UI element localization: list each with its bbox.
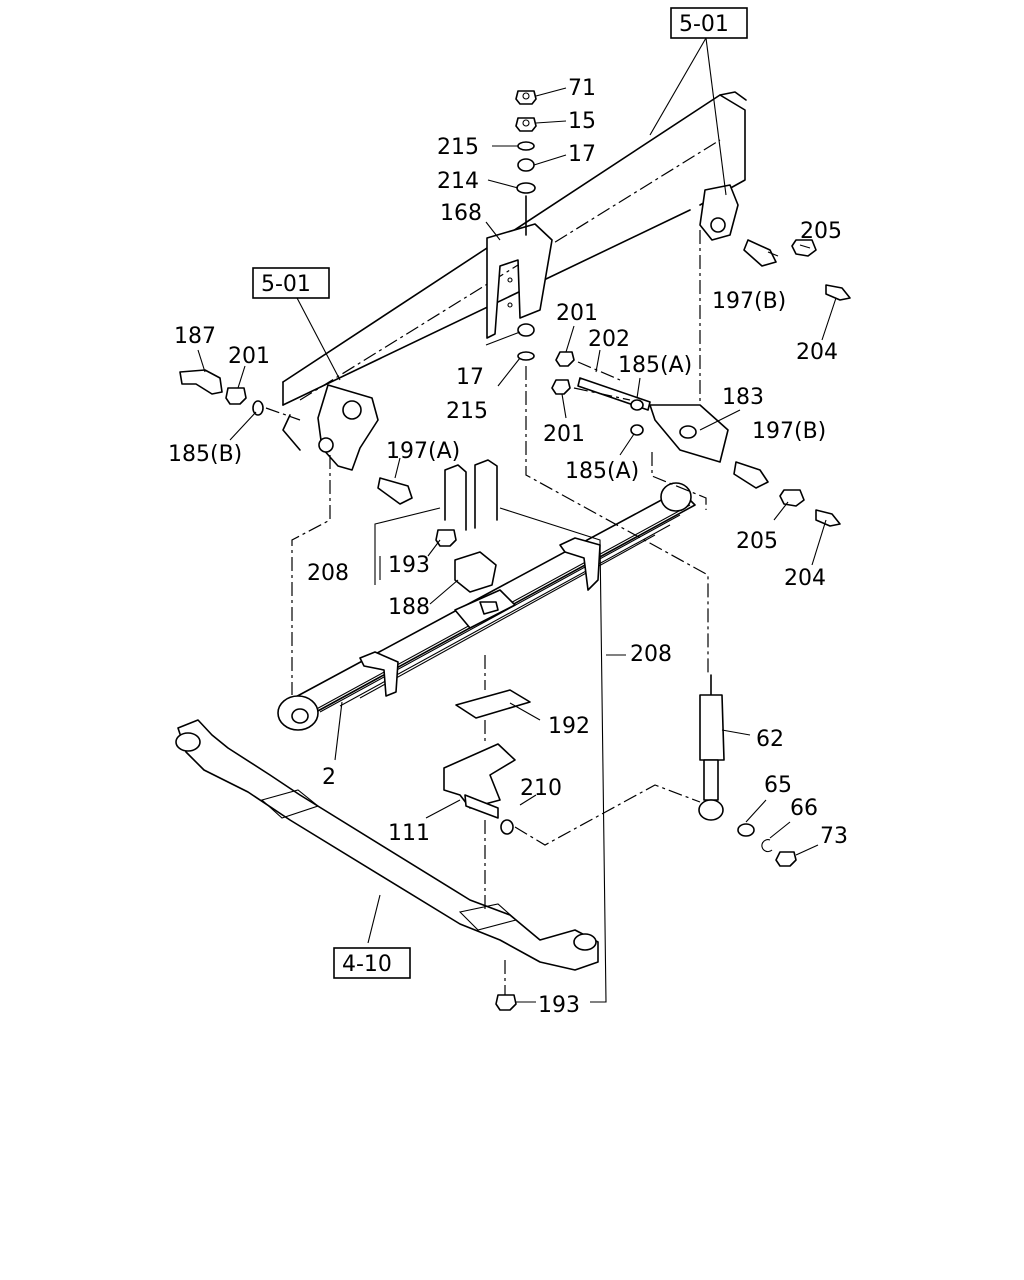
callout-66: 66 [790, 796, 818, 821]
callout-202: 202 [588, 327, 630, 352]
nut-193-top [435, 529, 457, 547]
callout-197a: 197(A) [386, 439, 460, 464]
callout-65: 65 [764, 773, 792, 798]
ref-box-frame-left [252, 267, 330, 299]
u-bolts [444, 459, 498, 531]
callout-201: 201 [228, 344, 270, 369]
callout-ref-axle: 4-10 [342, 952, 392, 977]
spacer-188 [454, 551, 497, 593]
callout-71: 71 [568, 76, 596, 101]
callout-208-left: 208 [307, 561, 349, 586]
top-fastener-stack [515, 90, 537, 361]
callout-210: 210 [520, 776, 562, 801]
callout-185a-lower: 185(A) [565, 459, 639, 484]
callout-15: 15 [568, 109, 596, 134]
ref-box-axle [333, 947, 411, 979]
callout-193-upper: 193 [388, 553, 430, 578]
callout-73: 73 [820, 824, 848, 849]
callout-193-lower: 193 [538, 993, 580, 1018]
callout-201-lower: 201 [543, 422, 585, 447]
callout-197b: 197(B) [712, 289, 786, 314]
small-fasteners [179, 239, 851, 527]
callout-17: 17 [568, 142, 596, 167]
callout-205: 205 [800, 219, 842, 244]
reference-boxes [252, 7, 748, 979]
rear-spring-bracket [699, 184, 739, 241]
callout-197b-lower: 197(B) [752, 419, 826, 444]
callout-208-right: 208 [630, 642, 672, 667]
callout-187: 187 [174, 324, 216, 349]
callout-2: 2 [322, 765, 336, 790]
callout-ref-frame-top: 5-01 [679, 12, 729, 37]
axle-beam [175, 719, 599, 971]
callout-185b: 185(B) [168, 442, 242, 467]
shock-absorber-62 [698, 674, 797, 867]
callout-ref-frame-left: 5-01 [261, 272, 311, 297]
ref-box-frame-top [670, 7, 748, 39]
callout-17-lower: 17 [456, 365, 484, 390]
callout-201-upper: 201 [556, 301, 598, 326]
callout-111: 111 [388, 821, 430, 846]
callout-205-lower: 205 [736, 529, 778, 554]
hanger-bracket-168 [486, 223, 553, 339]
callout-214: 214 [437, 169, 479, 194]
plate-192 [455, 689, 531, 719]
pad-111 [443, 743, 516, 835]
bolts-197 [377, 239, 777, 505]
callout-labels: 5-01 5-01 4-10 71 15 215 17 214 168 205 … [168, 12, 848, 1018]
callout-204: 204 [796, 340, 838, 365]
front-spring-bracket [317, 384, 379, 471]
callout-204-lower: 204 [784, 566, 826, 591]
shackle-183 [551, 351, 729, 463]
callout-185a-upper: 185(A) [618, 353, 692, 378]
callout-215-lower: 215 [446, 399, 488, 424]
leader-lines [197, 37, 837, 1003]
leaf-spring [277, 482, 696, 731]
callout-188: 188 [388, 595, 430, 620]
callout-183: 183 [722, 385, 764, 410]
callout-62: 62 [756, 727, 784, 752]
callout-215: 215 [437, 135, 479, 160]
callout-192: 192 [548, 714, 590, 739]
nut-193-bottom [495, 994, 517, 1011]
callout-168: 168 [440, 201, 482, 226]
